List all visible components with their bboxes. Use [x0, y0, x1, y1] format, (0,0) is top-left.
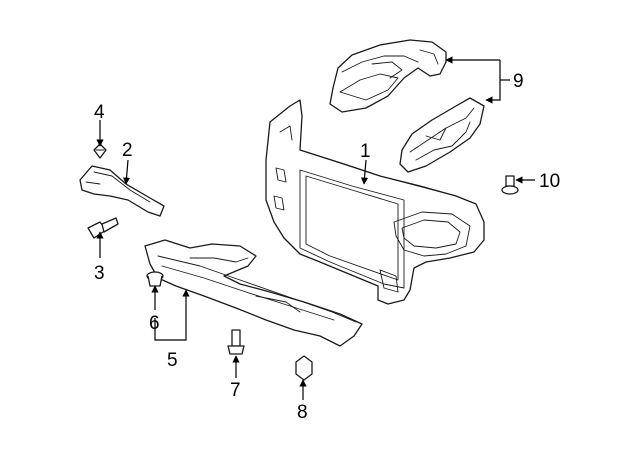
- callout-2: 2: [122, 140, 133, 161]
- callout-4: 4: [94, 102, 105, 123]
- deflector-part: [144, 239, 363, 347]
- callout-5: 5: [167, 350, 178, 371]
- callout-8: 8: [297, 402, 308, 423]
- callout-10: 10: [539, 171, 560, 192]
- bracket-part: [79, 165, 165, 217]
- radiator-support-part: [265, 99, 485, 305]
- lower-shield-part: [399, 97, 485, 173]
- callout-1: 1: [360, 141, 371, 162]
- bolt-part-7: [227, 329, 245, 355]
- clip-part-4: [93, 143, 107, 159]
- callout-6: 6: [149, 313, 160, 334]
- callout-leaders: [96, 56, 535, 400]
- callout-7: 7: [230, 380, 241, 401]
- callout-9: 9: [513, 71, 524, 92]
- clip-part-10: [501, 175, 519, 195]
- plug-part-6: [146, 271, 164, 287]
- nut-part-8: [295, 355, 313, 381]
- callout-3: 3: [94, 263, 105, 284]
- bolt-part-3: [87, 217, 119, 239]
- upper-shield-part: [329, 39, 447, 113]
